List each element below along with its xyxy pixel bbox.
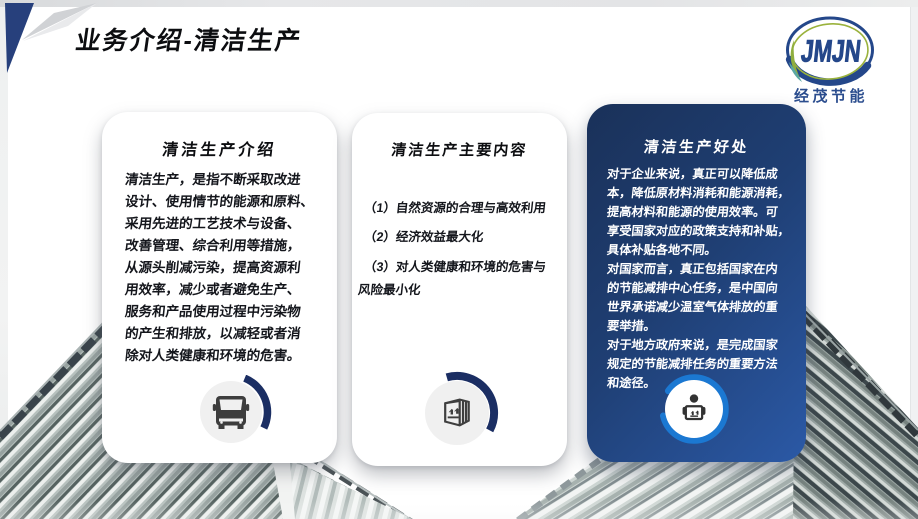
svg-text:JMJN: JMJN [800, 33, 863, 68]
svg-text:经茂节能: 经茂节能 [794, 87, 868, 105]
